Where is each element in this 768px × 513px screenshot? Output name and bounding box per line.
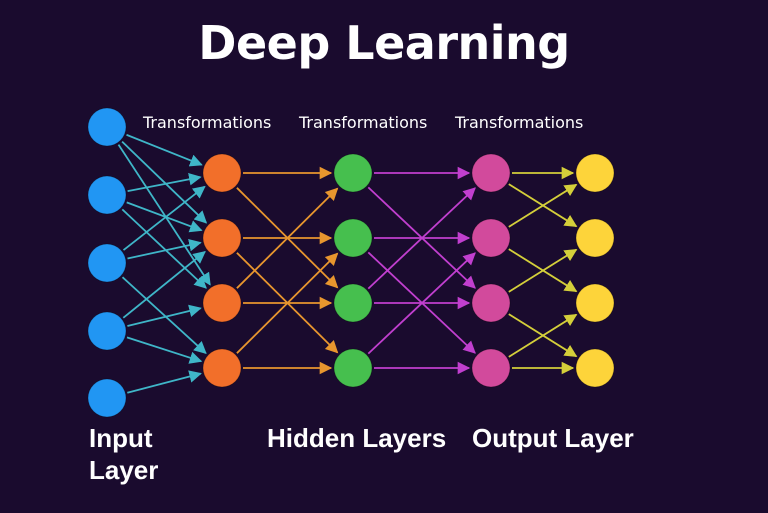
neurons-group <box>87 107 615 418</box>
neuron-layer-4 <box>471 153 511 193</box>
neuron-layer-1 <box>87 107 127 147</box>
connection-arrow <box>121 140 208 224</box>
neuron-layer-5 <box>575 218 615 258</box>
connection-arrow <box>127 173 202 192</box>
neuron-layer-2 <box>202 283 242 323</box>
neuron-layer-3 <box>333 283 373 323</box>
connection-arrow <box>121 276 207 355</box>
neuron-layer-4 <box>471 348 511 388</box>
connections-group <box>117 133 578 394</box>
neuron-layer-2 <box>202 153 242 193</box>
input-layer-label-line1: Input <box>89 423 153 453</box>
neuron-layer-1 <box>87 243 127 283</box>
neuron-layer-2 <box>202 348 242 388</box>
neuron-layer-4 <box>471 283 511 323</box>
neuron-layer-5 <box>575 348 615 388</box>
connection-arrow <box>236 187 339 289</box>
connection-arrow <box>126 201 203 233</box>
page-title: Deep Learning <box>198 16 570 70</box>
connection-arrow <box>126 133 203 167</box>
connection-arrow <box>508 313 578 358</box>
neuron-layer-3 <box>333 218 373 258</box>
connection-arrow <box>121 208 207 289</box>
neuron-layer-1 <box>87 311 127 351</box>
output-layer-label: Output Layer <box>472 423 634 453</box>
input-layer-label-line2: Layer <box>89 455 159 485</box>
transformations-label-1: Transformations <box>143 113 272 132</box>
connection-arrow <box>508 183 578 228</box>
connection-arrow <box>236 252 339 354</box>
connection-arrow <box>126 336 203 364</box>
transformations-label-3: Transformations <box>455 113 584 132</box>
neuron-layer-5 <box>575 153 615 193</box>
neuron-layer-4 <box>471 218 511 258</box>
connection-arrow <box>127 238 202 260</box>
neuron-layer-3 <box>333 348 373 388</box>
input-layer-label: Input Layer <box>89 422 158 486</box>
connection-arrow <box>367 187 476 290</box>
connection-arrow <box>122 251 206 319</box>
neuron-layer-5 <box>575 283 615 323</box>
neuron-layer-1 <box>87 378 127 418</box>
connection-arrow <box>122 185 206 251</box>
neuron-layer-3 <box>333 153 373 193</box>
neuron-layer-1 <box>87 175 127 215</box>
connection-arrow <box>127 304 202 327</box>
hidden-layers-label: Hidden Layers <box>267 423 447 453</box>
transformations-label-2: Transformations <box>299 113 428 132</box>
connection-arrow <box>508 248 578 293</box>
connection-arrow <box>127 370 202 394</box>
connection-arrow <box>117 144 211 286</box>
connection-arrow <box>367 252 476 355</box>
neuron-layer-2 <box>202 218 242 258</box>
